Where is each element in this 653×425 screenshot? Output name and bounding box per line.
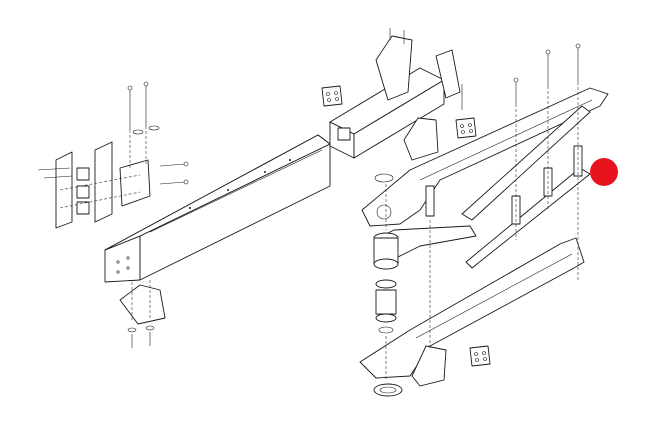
lower-bracket — [411, 345, 491, 387]
diagonal-strut — [461, 105, 591, 269]
left-frame-assembly — [37, 81, 331, 348]
right-arm-assembly — [359, 43, 609, 397]
lower-arm — [359, 237, 585, 379]
square-plate-1 — [321, 85, 343, 107]
upper-arm — [361, 87, 609, 227]
top-tube-assembly — [321, 28, 477, 161]
middle-arm — [373, 225, 477, 270]
red-dot-marker — [590, 158, 618, 186]
bushing-stack — [373, 173, 403, 397]
left-lower-bracket — [119, 280, 166, 348]
left-end-bracket-plates — [55, 141, 151, 229]
left-square-tube — [104, 134, 331, 283]
left-bolts — [37, 81, 189, 185]
square-plate-2 — [455, 117, 477, 139]
